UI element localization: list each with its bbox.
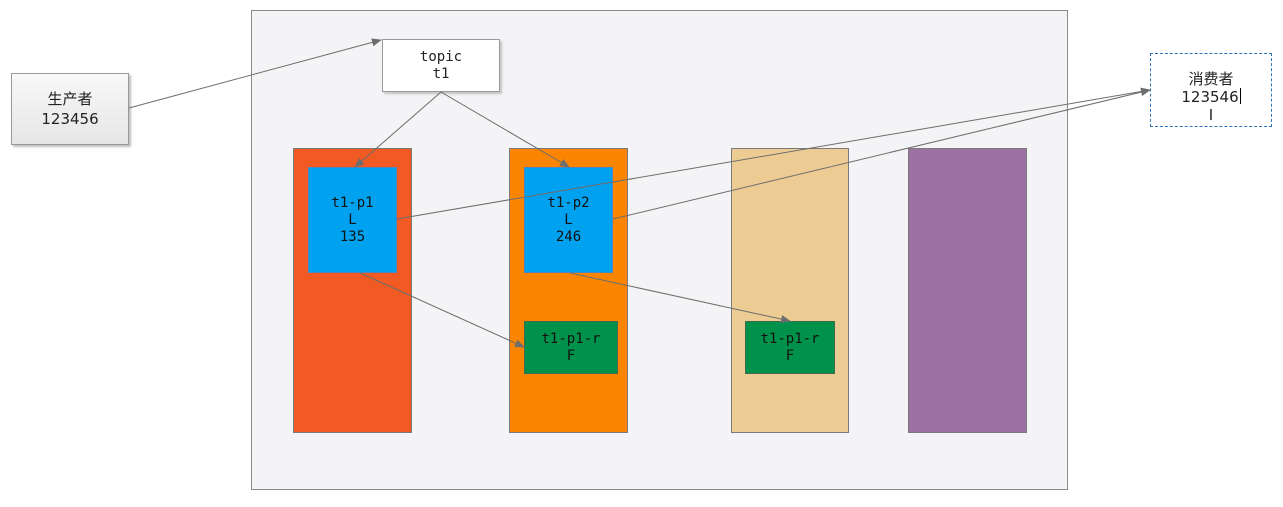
- partition-leader-t1-p1[interactable]: t1-p1 L 135: [308, 167, 397, 273]
- consumer-title: 消费者: [1188, 70, 1234, 88]
- consumer-value-line[interactable]: 123546: [1181, 88, 1241, 106]
- consumer-value: 123546: [1181, 88, 1239, 106]
- broker-3: [731, 148, 849, 433]
- partition-role: L: [348, 211, 357, 228]
- topic-box[interactable]: topic t1: [382, 39, 500, 92]
- text-caret: [1239, 88, 1241, 104]
- partition-name: t1-p2: [547, 194, 590, 211]
- partition-role: L: [564, 211, 573, 228]
- consumer-box[interactable]: 消费者 123546 I: [1150, 53, 1272, 127]
- topic-name: t1: [432, 65, 450, 82]
- producer-value: 123456: [41, 110, 99, 128]
- replica-name: t1-p1-r: [541, 330, 601, 347]
- partition-data: 135: [339, 228, 366, 245]
- partition-leader-t1-p2[interactable]: t1-p2 L 246: [524, 167, 613, 273]
- ibeam-cursor: I: [1208, 106, 1214, 124]
- replica-role: F: [566, 347, 576, 364]
- replica-name: t1-p1-r: [760, 330, 820, 347]
- replica-follower-broker2[interactable]: t1-p1-r F: [524, 321, 618, 374]
- producer-box[interactable]: 生产者 123456: [11, 73, 129, 145]
- producer-title: 生产者: [47, 90, 93, 108]
- partition-name: t1-p1: [331, 194, 374, 211]
- replica-follower-broker3[interactable]: t1-p1-r F: [745, 321, 835, 374]
- partition-data: 246: [555, 228, 582, 245]
- broker-4: [908, 148, 1027, 433]
- topic-label: topic: [419, 48, 463, 65]
- replica-role: F: [785, 347, 795, 364]
